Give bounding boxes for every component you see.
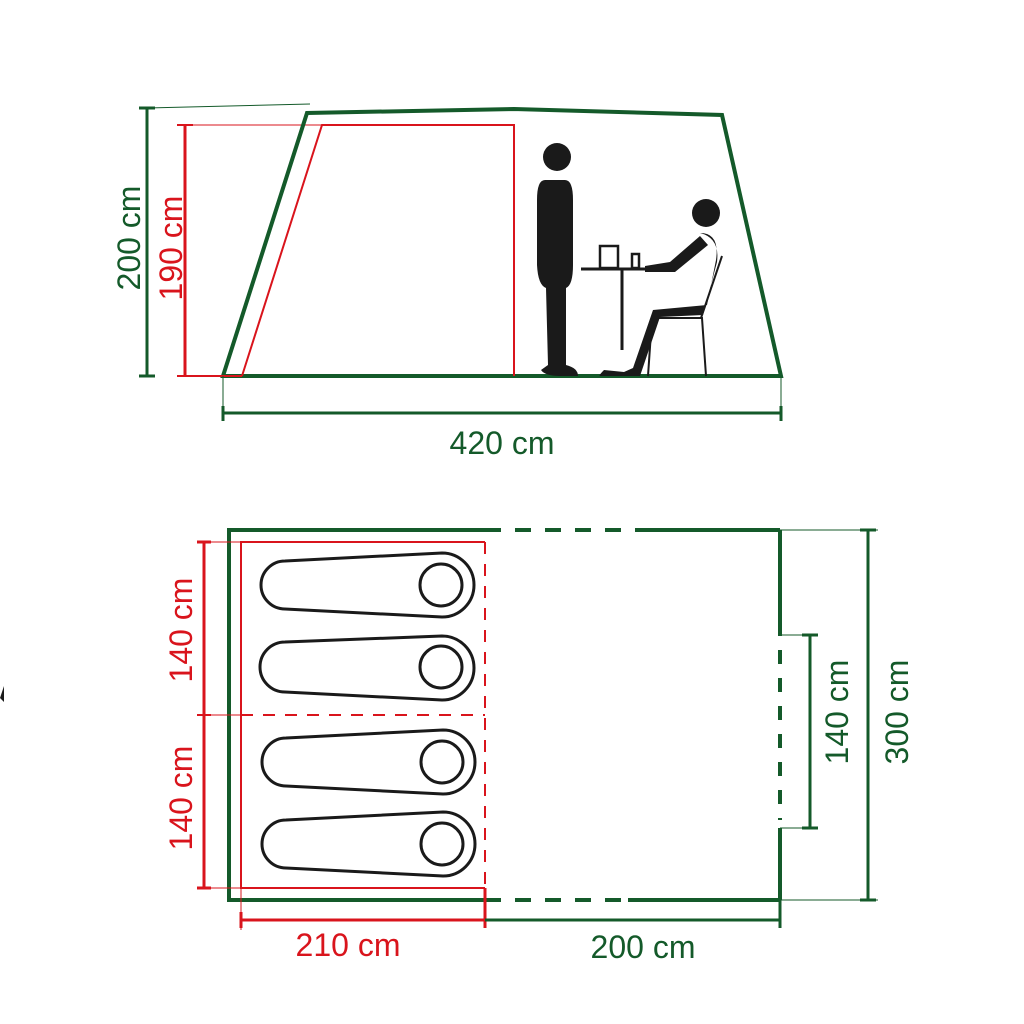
tent-side-outline <box>220 106 784 378</box>
standing-person-icon <box>537 143 578 376</box>
length-dimension: 420 cm <box>221 376 783 461</box>
inner-height-label: 190 cm <box>153 196 189 301</box>
inner-height-dimension: 190 cm <box>153 124 322 377</box>
door-width-dimension <box>780 633 818 830</box>
bedroom-depth-label: 210 cm <box>296 927 401 963</box>
length-label: 420 cm <box>450 425 555 461</box>
depth-dimensions <box>239 888 782 930</box>
total-height-dimension: 200 cm <box>111 103 311 378</box>
seated-person-icon <box>599 199 720 376</box>
bedroom-width-dimensions <box>197 540 241 890</box>
table-icon <box>581 244 672 350</box>
bedroom-1-width-label: 140 cm <box>163 578 199 683</box>
bedroom-outline <box>240 541 486 889</box>
side-view: 200 cm 190 cm <box>111 103 784 461</box>
sleeping-bag-icon <box>259 551 476 619</box>
floor-plan: 140 cm 300 cm 140 cm 140 cm <box>163 528 915 965</box>
total-height-label: 200 cm <box>111 186 147 291</box>
edge-artifact <box>0 686 4 702</box>
living-depth-label: 200 cm <box>591 929 696 965</box>
inner-room-side-outline <box>241 124 515 377</box>
tent-floor-outline <box>227 528 782 902</box>
total-width-dimension <box>780 528 878 902</box>
sleeping-bag-icon <box>260 810 477 878</box>
sleeping-bag-icon <box>260 728 477 796</box>
bedroom-2-width-label: 140 cm <box>163 746 199 851</box>
sleeping-bags <box>258 551 477 878</box>
sleeping-bag-icon <box>258 634 476 702</box>
door-width-label: 140 cm <box>819 660 855 765</box>
total-width-label: 300 cm <box>879 660 915 765</box>
